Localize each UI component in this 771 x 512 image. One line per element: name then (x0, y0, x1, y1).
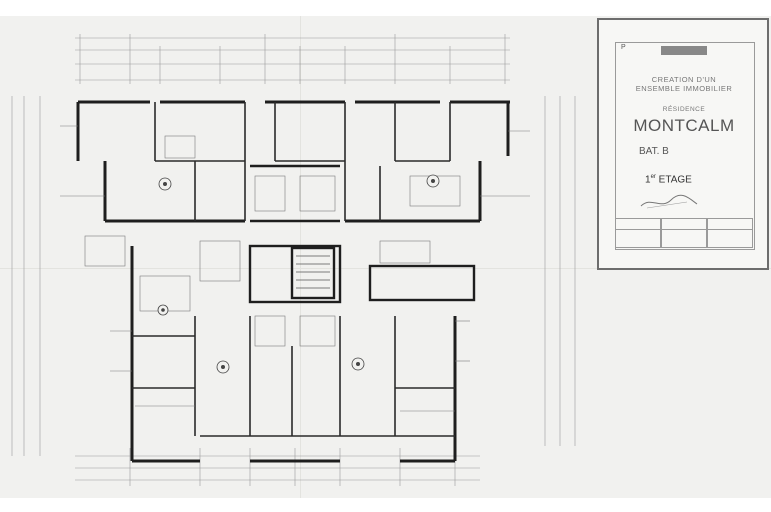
fold-line-vertical (300, 16, 301, 498)
dimension-lines-bottom (75, 455, 480, 481)
apartment-marker-dots (161, 179, 435, 369)
fold-line-horizontal (0, 268, 771, 269)
dimension-lines-left (11, 96, 41, 456)
building-label: BAT. B (639, 146, 669, 157)
floor-plan-drawing (11, 34, 576, 486)
project-name: MONTCALM (633, 116, 735, 135)
title-block-frame (615, 42, 755, 250)
outer-walls-lower (130, 246, 457, 463)
signature-mark (640, 194, 698, 209)
core-walls (248, 164, 342, 304)
balcony-block (368, 264, 476, 302)
interior-walls-upper (154, 102, 451, 221)
dimension-ticks-bottom (129, 448, 456, 486)
title-block-grid (615, 218, 753, 248)
floor-label: 1er ETAGE (645, 174, 692, 186)
project-line-3: RÉSIDENCE (662, 106, 706, 113)
dimension-lines-right (544, 96, 576, 446)
interior-walls-lower (132, 316, 455, 437)
project-line-2: ENSEMBLE IMMOBILIER (635, 84, 733, 93)
dimension-ticks-top (79, 34, 506, 84)
project-line-1: CREATION D'UN (651, 75, 717, 84)
stair-treads (296, 255, 330, 289)
title-block-ref: P (621, 44, 626, 51)
drawing-sheet: P CREATION D'UN ENSEMBLE IMMOBILIER RÉSI… (0, 16, 771, 498)
outer-walls-upper (76, 100, 510, 223)
floor-plan (0, 16, 596, 498)
dimension-lines-top (75, 37, 510, 81)
title-block: P CREATION D'UN ENSEMBLE IMMOBILIER RÉSI… (597, 18, 769, 270)
title-block-tab (661, 46, 707, 55)
